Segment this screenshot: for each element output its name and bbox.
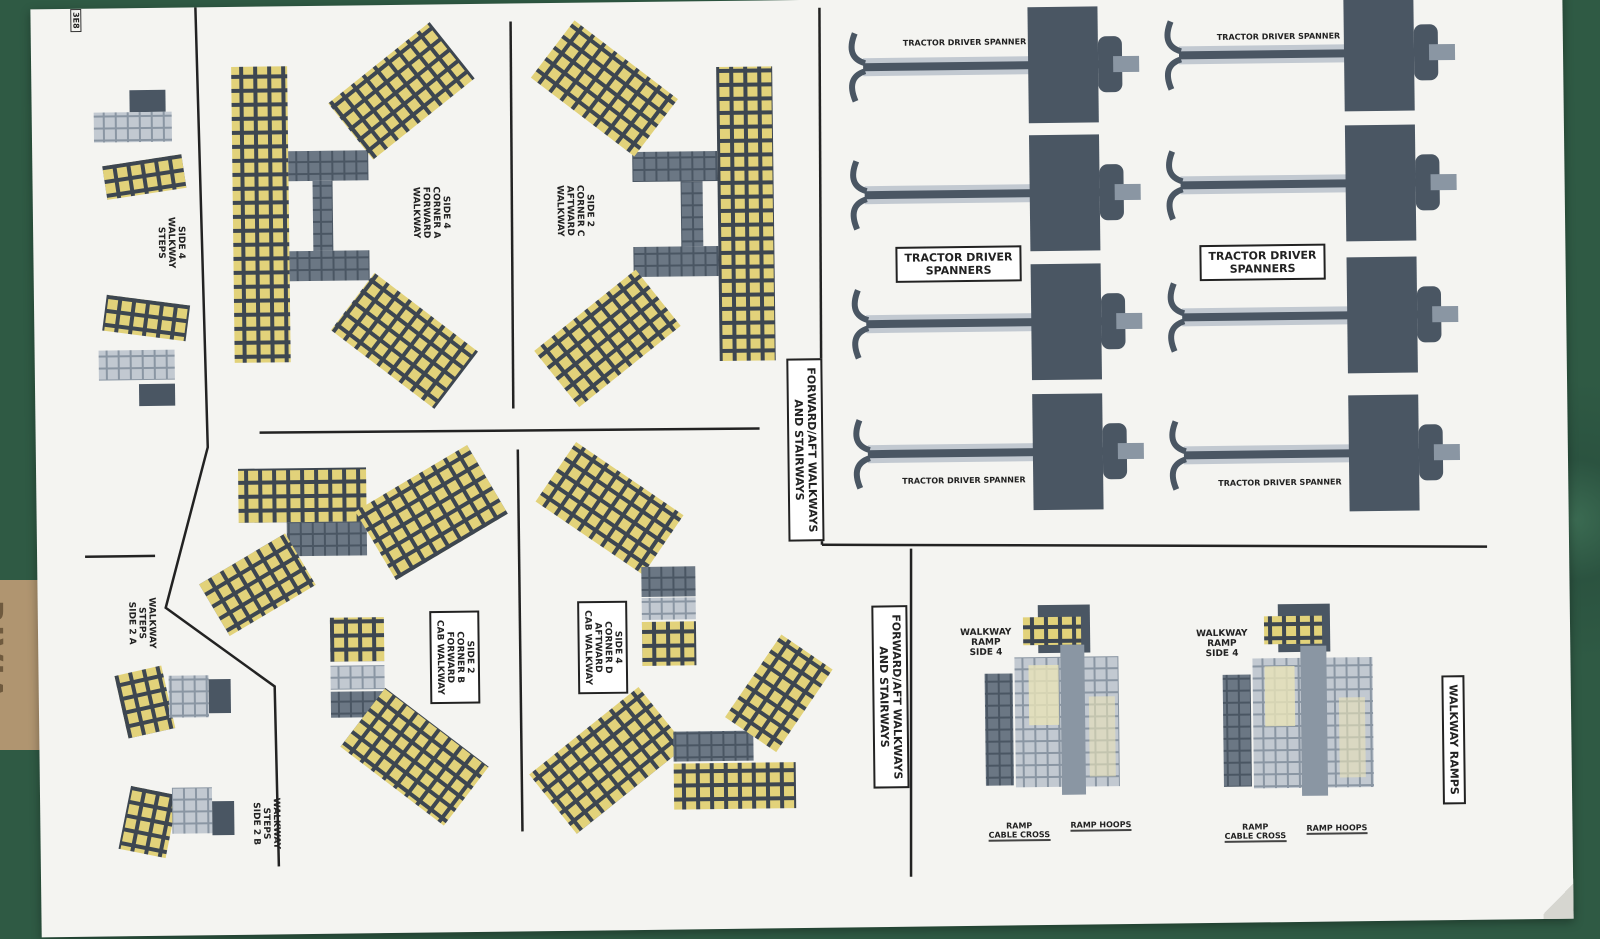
spanner-part — [851, 263, 1143, 381]
label-ramp-cable-cross-1: RAMP CABLE CROSS — [988, 820, 1051, 842]
steps-group-top — [93, 89, 191, 407]
label-side4-corner-d: SIDE 4 CORNER D AFTWARD CAB WALKWAY — [577, 600, 629, 695]
spanner-label-c1-top: TRACTOR DRIVER SPANNER — [902, 37, 1027, 48]
label-walkway-steps-2a: WALKWAY STEPS SIDE 2 A — [126, 597, 157, 649]
spanner-part — [848, 6, 1140, 124]
steps-group-bottom — [114, 665, 235, 859]
spanner-col-1 — [848, 6, 1144, 511]
spanner-part — [850, 134, 1141, 252]
label-forward-aft-2: FORWARD/AFT WALKWAYS AND STAIRWAYS — [871, 605, 910, 789]
spanner-part — [1164, 0, 1456, 112]
cardboard-print: RIVIA — [0, 600, 8, 702]
spanner-label-c2-bottom: TRACTOR DRIVER SPANNER — [1218, 477, 1342, 488]
spanner-col-2 — [1164, 0, 1460, 512]
spanner-part — [1166, 124, 1457, 242]
label-walkway-steps-2b: WALKWAY STEPS SIDE 2 B — [250, 797, 282, 850]
ramp-2 — [1222, 603, 1374, 796]
label-side4-walkway-steps: SIDE 4 WALKWAY STEPS — [155, 216, 187, 269]
corner-c-walkway — [530, 20, 776, 408]
label-forward-aft-1: FORWARD/AFT WALKWAYS AND STAIRWAYS — [786, 358, 825, 542]
spanner-part — [853, 393, 1144, 511]
corner-d-walkway — [529, 441, 833, 834]
spanner-label-c1-bottom: TRACTOR DRIVER SPANNER — [902, 475, 1026, 486]
spanner-group-label-2: TRACTOR DRIVER SPANNERS — [1199, 243, 1326, 282]
sheet-corner-fold — [1543, 878, 1574, 919]
sheet-artwork — [85, 0, 1488, 877]
label-walkway-ramps: WALKWAY RAMPS — [1441, 675, 1466, 804]
label-walkway-ramp-side4-1: WALKWAY RAMP SIDE 4 — [960, 627, 1012, 658]
label-ramp-hoops-2: RAMP HOOPS — [1306, 823, 1368, 835]
spanner-label-c2-top: TRACTOR DRIVER SPANNER — [1216, 31, 1341, 42]
corner-a-walkway — [231, 22, 478, 409]
spanner-part — [1169, 394, 1460, 512]
panel-dividers — [85, 7, 1488, 877]
corner-b-walkway — [199, 444, 508, 826]
printed-parts-sheet: 3E8 SIDE 4 WALKWAY STEPS SIDE 4 CORNER A… — [30, 0, 1574, 938]
label-walkway-ramp-side4-2: WALKWAY RAMP SIDE 4 — [1196, 628, 1248, 660]
ramp-1 — [984, 604, 1120, 795]
page-code: 3E8 — [70, 8, 82, 32]
label-side2-corner-b: SIDE 2 CORNER B FORWARD CAB WALKWAY — [429, 610, 481, 705]
label-side4-corner-a: SIDE 4 CORNER A FORWARD WALKWAY — [410, 186, 452, 239]
spanner-part — [1167, 256, 1459, 374]
label-ramp-cable-cross-2: RAMP CABLE CROSS — [1224, 822, 1287, 843]
spanner-group-label-1: TRACTOR DRIVER SPANNERS — [895, 245, 1022, 283]
label-ramp-hoops-1: RAMP HOOPS — [1070, 820, 1132, 832]
label-side2-corner-c: SIDE 2 CORNER C AFTWARD WALKWAY — [554, 184, 595, 237]
